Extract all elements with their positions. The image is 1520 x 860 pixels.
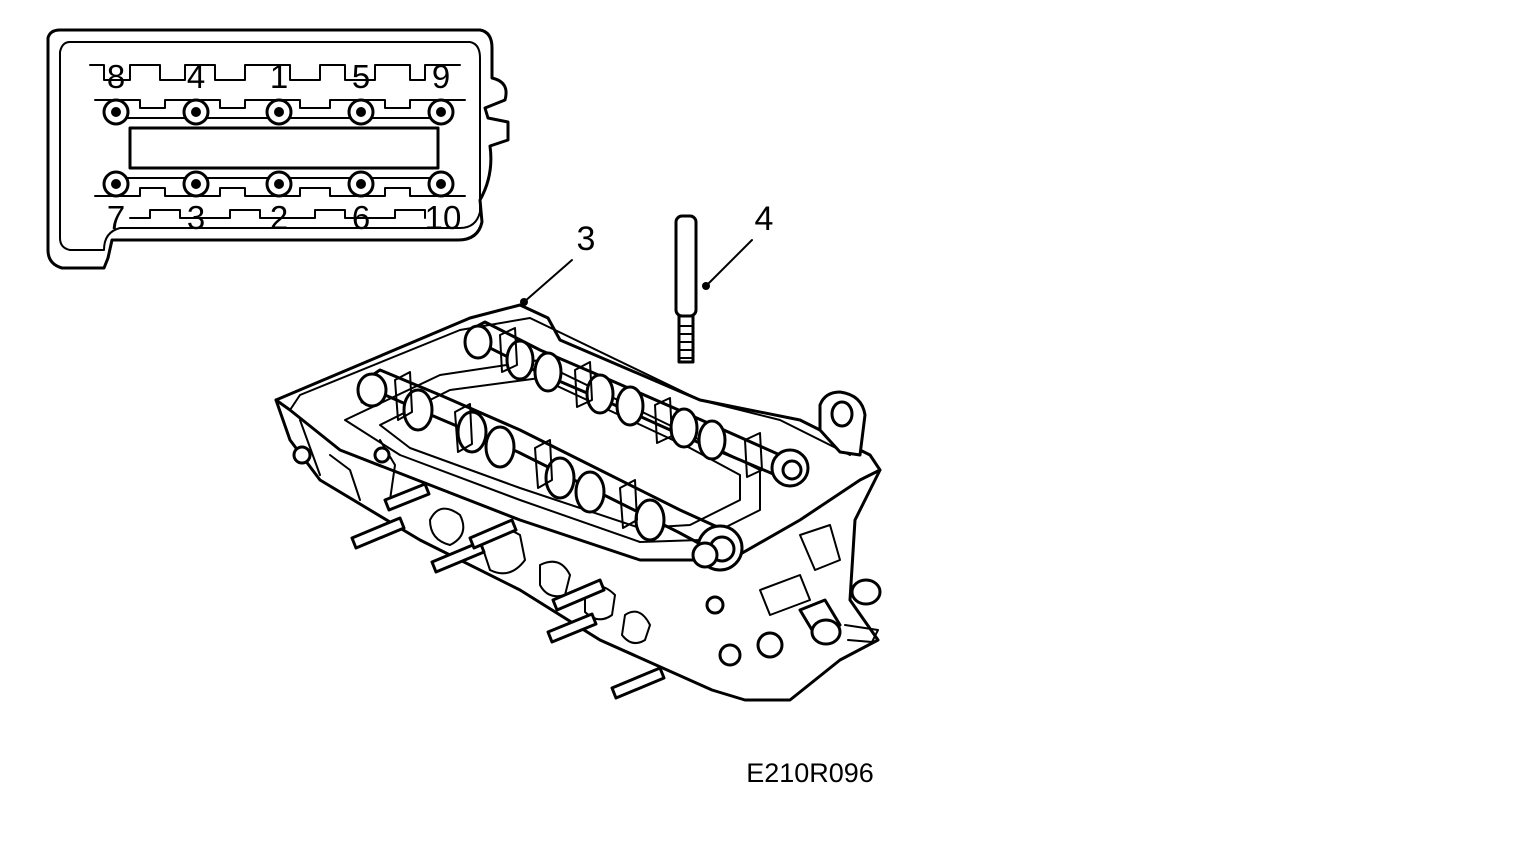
sequence-number: 6	[352, 199, 370, 236]
coolant-outlet	[798, 578, 882, 646]
sequence-number: 10	[425, 199, 462, 236]
exhaust-studs	[350, 482, 666, 700]
leader-dot-3	[520, 298, 528, 306]
tightening-sequence-inset: 8 4 1 5 9 7 3 2 6 10	[46, 28, 510, 270]
bolt-top-2	[182, 98, 210, 126]
bolt-bottom-5	[427, 170, 455, 198]
sequence-number: 2	[270, 199, 288, 236]
sequence-number: 8	[107, 58, 125, 95]
sequence-number: 1	[270, 58, 288, 95]
guide-pin	[674, 214, 698, 364]
leader-line-3	[523, 259, 573, 303]
bolt-bottom-3	[265, 170, 293, 198]
sequence-number: 4	[187, 58, 205, 95]
bolt-top-1	[102, 98, 130, 126]
leader-line-4	[705, 239, 753, 287]
cam-lobes-a	[356, 372, 744, 572]
bolt-top-3	[265, 98, 293, 126]
callout-cylinder-head-gasket: 3	[577, 220, 596, 258]
bolt-bottom-4	[347, 170, 375, 198]
sequence-number: 5	[352, 58, 370, 95]
bolt-bottom-2	[182, 170, 210, 198]
cam-lobes-b	[463, 324, 810, 488]
cylinder-head-assembly	[274, 303, 882, 702]
figure-reference: E210R096	[746, 758, 874, 788]
bolt-top-5	[427, 98, 455, 126]
central-gallery	[128, 126, 440, 170]
sequence-number: 7	[107, 199, 125, 236]
leader-dot-4	[702, 282, 710, 290]
bolt-bottom-1	[102, 170, 130, 198]
sequence-number: 3	[187, 199, 205, 236]
bolt-top-4	[347, 98, 375, 126]
callout-guide-pin: 4	[755, 200, 774, 238]
sequence-number: 9	[432, 58, 450, 95]
